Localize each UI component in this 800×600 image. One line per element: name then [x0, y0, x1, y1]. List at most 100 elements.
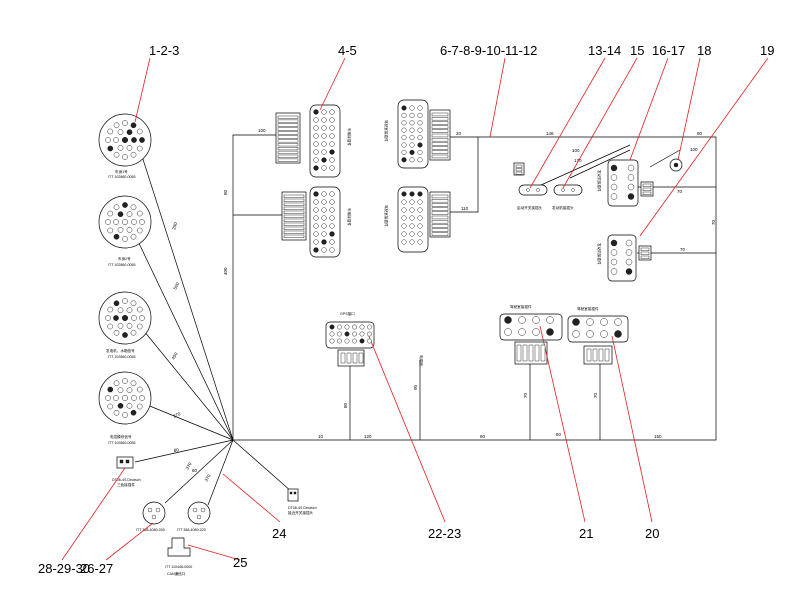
connector-pin: [313, 199, 319, 205]
connector-pin: [117, 322, 124, 329]
wire-label: 70: [711, 219, 716, 225]
wire-label: 80: [173, 447, 179, 453]
connector-label: 车身1号: [115, 169, 128, 174]
connector-pin: [121, 315, 128, 322]
connector-pin: [401, 120, 407, 126]
connector-pin: [113, 395, 119, 401]
connector-part: ITT 102860-0055: [108, 263, 136, 267]
connector-pin: [113, 329, 120, 336]
connector-pin: [344, 331, 350, 337]
connector-pin: [283, 214, 305, 218]
connector-pin: [329, 125, 335, 131]
wire-label: 90: [697, 131, 703, 136]
connector-pin: [614, 318, 622, 326]
connector-part: ITT 102860-0055: [108, 175, 136, 179]
connector-pin: [329, 133, 335, 139]
connector-pin: [417, 223, 423, 229]
connector-pin: [515, 164, 523, 168]
connector-pin: [504, 316, 512, 324]
connector-pin: [409, 127, 415, 133]
connector-pin: [625, 268, 633, 275]
connector-pin: [113, 233, 120, 240]
connector-pin: [401, 112, 407, 118]
connector-pin: [409, 105, 415, 111]
connector-pin: [401, 149, 407, 155]
connector-pin: [329, 331, 335, 337]
connector-pin: [642, 191, 652, 195]
wire-label: 120: [364, 434, 372, 439]
connector-pin: [283, 234, 305, 238]
connector-pin: [359, 331, 365, 337]
connector-pin: [610, 258, 618, 266]
connector-pin: [627, 193, 635, 200]
connector-pin: [105, 395, 111, 401]
connector-pin: [417, 157, 423, 163]
connector-pin: [610, 164, 618, 172]
connector-pin: [313, 165, 319, 171]
connector-pin: [516, 344, 522, 362]
connector-pin: [600, 330, 608, 338]
wire-label: 10: [318, 434, 324, 439]
callout-label: 1-2-3: [149, 43, 179, 58]
connector-pin: [604, 348, 610, 362]
solenoid-label: 电磁阀: [419, 355, 424, 366]
connector-label: 发电机、水箱信号: [106, 348, 135, 353]
connector-pin: [277, 158, 299, 162]
connector-pin: [107, 227, 114, 234]
connector-pin: [329, 324, 335, 330]
connector-pin: [277, 127, 299, 131]
connector-pin: [117, 211, 124, 218]
connector-pin: [401, 215, 407, 221]
connector-pin: [515, 171, 523, 175]
connector-pin: [337, 331, 342, 337]
connector-pin: [117, 402, 124, 409]
connector-pin: [126, 129, 133, 136]
connector-pin: [522, 344, 528, 362]
connector-pin: [313, 223, 319, 229]
connector-part: ITT 110446-0000: [165, 565, 192, 569]
connector-pin: [409, 191, 415, 197]
connector-pin: [126, 307, 133, 314]
connector-pin: [313, 231, 319, 237]
connector-pin: [344, 324, 350, 330]
connector-pin: [367, 338, 372, 344]
connector-pin: [409, 120, 415, 126]
connector-pin: [126, 226, 133, 233]
wire-label: 170: [574, 158, 582, 163]
connector-pin: [518, 328, 526, 336]
connector-pin: [105, 315, 111, 321]
connector-pin: [610, 183, 618, 191]
connector-pin: [417, 120, 423, 126]
wire-label: 500: [172, 281, 180, 290]
connector-pin: [313, 125, 319, 131]
connector-pin: [329, 149, 335, 155]
connector-pin: [121, 218, 128, 225]
connector-pin: [600, 318, 608, 326]
connector-pin: [107, 306, 114, 313]
connector-pin: [401, 105, 407, 111]
connector-pin: [283, 206, 305, 210]
oval-connector-2: 发动机接插头: [552, 184, 583, 210]
connector-pin: [105, 219, 111, 225]
connector-pin: [359, 338, 365, 344]
sensor-connector: [669, 158, 683, 172]
connector-pin: [417, 105, 423, 111]
connector-label: 驾驶室接插件: [510, 304, 532, 309]
connector-pin: [130, 204, 137, 211]
connector-pin: [313, 149, 319, 155]
connector-label: 启动开关接插头: [517, 205, 543, 210]
connector-pin: [277, 119, 299, 123]
connector-pin: [122, 202, 128, 208]
connector-pin: [283, 218, 305, 222]
connector-pin: [359, 324, 365, 330]
connector-pin: [321, 149, 327, 155]
connector-pin: [122, 412, 128, 418]
connector-pin: [313, 133, 319, 139]
connector-pin: [107, 403, 114, 410]
connector-pin: [283, 222, 305, 226]
connector-pin: [431, 215, 449, 220]
connector-pin: [313, 239, 319, 245]
connector-pin: [431, 203, 449, 207]
connector-pin: [431, 154, 449, 159]
connector-pin: [586, 318, 594, 326]
